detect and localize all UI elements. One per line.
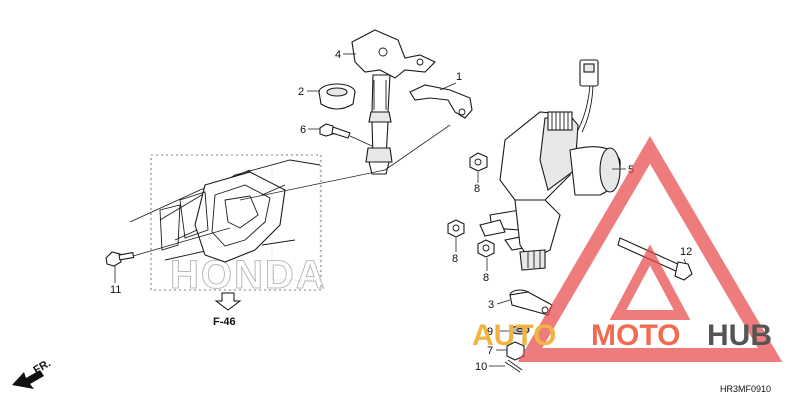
watermark [517,136,783,362]
reference-arrow: F-46 [213,292,242,328]
front-label: FR. [32,357,53,376]
callout-10: 10 [475,361,487,373]
front-marker: FR. [12,357,53,389]
callout-8-a: 8 [474,183,480,195]
frame-section: HONDA [129,154,327,298]
leader-line [239,169,386,201]
cotter-pin-10 [504,359,523,373]
callout-11: 11 [110,284,121,296]
arm-3 [509,289,553,316]
watermark-inner-triangle-icon [609,244,691,320]
callout-3: 3 [488,299,494,311]
nut-8-a [469,152,488,172]
watermark-triangle-icon [517,136,783,362]
reference-label: F-46 [213,316,236,328]
eps-unit [479,59,621,271]
drawing-code: HR3MF0910 [720,384,771,394]
callout-8-b: 8 [452,253,458,265]
callout-8-c: 8 [483,272,489,284]
callout-4: 4 [335,49,341,61]
callout-12: 12 [680,246,692,258]
callout-6: 6 [300,124,306,136]
washer-9 [510,325,530,335]
callout-1: 1 [456,71,462,83]
steering-column-shaft [351,29,436,175]
bearing-2 [318,83,356,110]
callout-9: 9 [487,326,493,338]
callout-7: 7 [487,345,493,357]
bolt-6 [319,123,373,147]
nut-8-b [447,219,465,238]
watermark-moto: MOTO [591,319,680,352]
callout-2: 2 [298,86,304,98]
watermark-auto: AUTO [472,319,556,352]
leader-line [384,124,451,171]
watermark-hub: HUB [707,319,772,352]
bolt-11 [105,227,231,267]
nut-8-c [477,239,495,258]
watermark-text: AUTO MOTO HUB [472,319,772,352]
clip-1 [409,84,473,119]
frame-ghost-text: HONDA [170,253,327,297]
callouts: 1 2 3 4 5 6 7 8 8 8 9 10 11 12 [110,49,692,373]
